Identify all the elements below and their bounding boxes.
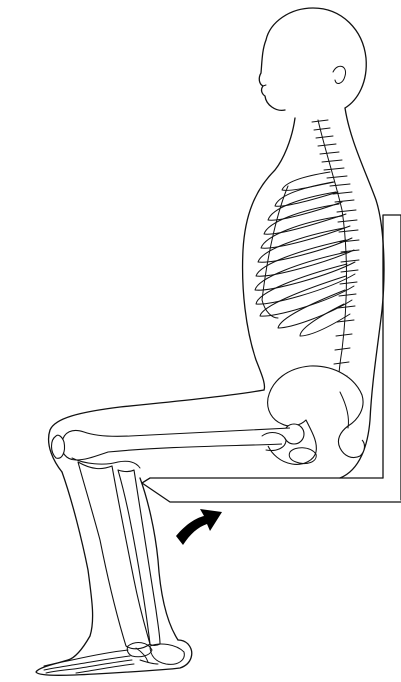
pelvis — [268, 366, 365, 464]
chair — [142, 215, 401, 502]
chair-seat-front — [142, 478, 150, 483]
foot-outline — [36, 640, 192, 675]
spine — [312, 120, 359, 392]
foot-bones — [44, 643, 184, 673]
rib — [300, 304, 350, 336]
metatarsal — [72, 650, 128, 660]
curved-arrow-icon — [176, 509, 222, 545]
head-outline — [259, 8, 366, 110]
rib — [261, 216, 350, 248]
metatarsal — [74, 660, 132, 669]
leg-bones — [52, 428, 291, 649]
femur — [62, 428, 290, 460]
calcaneus — [150, 644, 184, 664]
patella — [52, 435, 65, 458]
nose — [263, 85, 266, 86]
body-outline — [36, 8, 384, 675]
ribcage — [255, 172, 355, 336]
chair-seat — [142, 478, 401, 502]
shin-outline — [62, 472, 93, 660]
metatarsal — [72, 656, 130, 665]
chair-backrest — [383, 215, 401, 500]
tarsal-detail — [136, 648, 158, 664]
vertebrae — [312, 120, 359, 378]
ear — [333, 66, 346, 83]
